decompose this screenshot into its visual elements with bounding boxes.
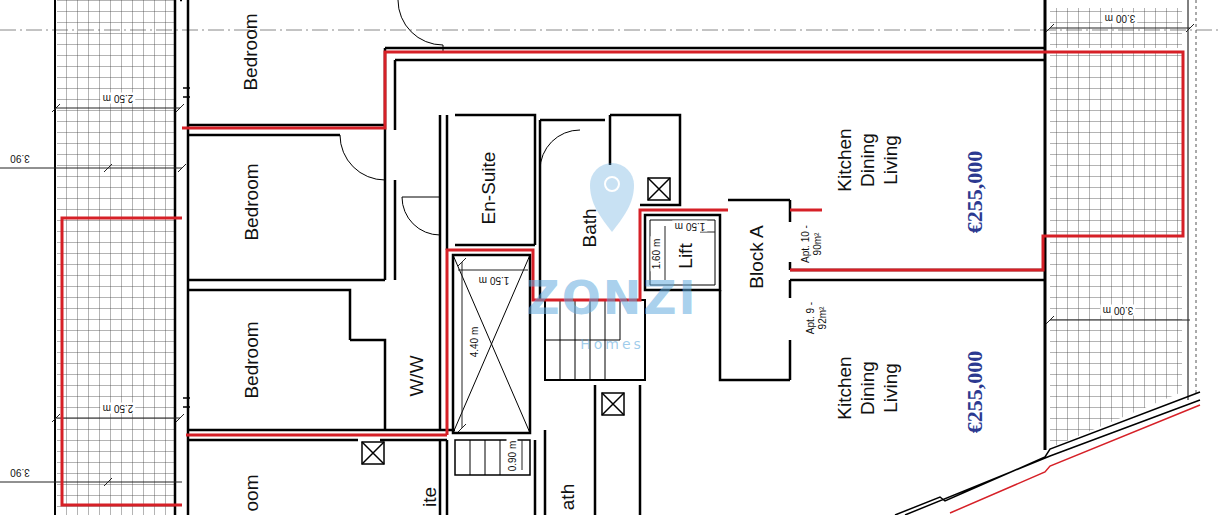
- dimension: 2.50 m: [101, 93, 136, 104]
- dimension-lines: [0, 24, 1194, 486]
- service-shafts: [648, 178, 670, 200]
- apartment-boundary: [186, 434, 447, 437]
- room-box: W/W: [390, 300, 438, 428]
- apartment-box: Kitchen Dining Living €255,000: [832, 66, 1038, 264]
- room-name: Kitchen Dining Living: [834, 349, 902, 427]
- dimension: 1.60 m: [651, 237, 662, 272]
- walls: [179, 85, 185, 410]
- room-name: Bedroom: [241, 163, 264, 240]
- dimension: 2.50 m: [101, 403, 136, 414]
- room-name: Block A: [746, 225, 769, 288]
- balconies: [54, 0, 56, 515]
- room-name: ite: [419, 487, 442, 507]
- room-box: En-Suite: [449, 118, 533, 243]
- dimension-lines: [1046, 316, 1190, 324]
- room-box: Bedroom: [190, 138, 380, 276]
- room-name: En-Suite: [478, 152, 501, 225]
- walls: [385, 48, 1045, 60]
- service-shafts: [470, 440, 500, 475]
- room-box: Bedroom: [190, 2, 380, 122]
- walls: [789, 200, 792, 380]
- balconies: [1188, 0, 1189, 400]
- doors: [402, 197, 440, 235]
- dimension: 3.00 m: [1103, 13, 1138, 24]
- room-box: ite: [417, 478, 444, 514]
- dimension-lines: [1046, 24, 1194, 32]
- room-box: ath: [547, 478, 591, 514]
- service-shafts: [602, 393, 624, 415]
- walls: [440, 430, 545, 515]
- apartment-boundary: [62, 218, 182, 505]
- watermark: Homes: [580, 336, 644, 352]
- price-label: €255,000: [962, 151, 988, 234]
- dimension-lines: [522, 440, 523, 470]
- dimension: 3.90: [8, 153, 31, 164]
- dimension: 0.90 m: [507, 439, 518, 474]
- walls: [188, 280, 385, 430]
- walls: [180, 0, 395, 280]
- service-shafts: [362, 442, 384, 464]
- dimension: 1.50 m: [477, 275, 512, 286]
- room-box: Block A: [730, 212, 786, 372]
- service-shafts: [455, 440, 530, 475]
- doors: [540, 130, 580, 170]
- room-name: W/W: [406, 355, 429, 396]
- balconies: [1050, 52, 1182, 448]
- watermark-pin: [605, 177, 619, 191]
- room-box: oom: [190, 443, 355, 513]
- apartment-number: Apt. 9 - 92m²: [805, 295, 828, 341]
- walls: [895, 392, 1200, 515]
- service-shafts: [648, 178, 670, 200]
- service-shafts: [602, 393, 624, 415]
- walls: [175, 0, 188, 515]
- dimension-lines: [0, 478, 182, 486]
- price-label: €255,000: [962, 351, 988, 434]
- apartment-number: Apt. 10 - 90m²: [800, 221, 823, 267]
- service-shafts: [362, 442, 384, 464]
- apartment-boundary: [62, 52, 1200, 513]
- room-name: Kitchen Dining Living: [834, 121, 902, 199]
- doors: [340, 0, 580, 235]
- dimension-lines: [458, 270, 528, 271]
- site-boundary: [0, 30, 1220, 31]
- dimension: 3.00 m: [1101, 305, 1136, 316]
- walls: [453, 255, 530, 433]
- walls: [175, 0, 1200, 515]
- walls: [595, 385, 640, 515]
- apartment-boundary: [950, 405, 1200, 513]
- dimension-lines: [52, 414, 184, 422]
- walls: [453, 255, 530, 433]
- dimension-lines: [52, 104, 184, 112]
- balconies: [57, 0, 175, 515]
- balconies: [1044, 0, 1047, 450]
- service-shafts: [362, 178, 670, 475]
- room-name: oom: [241, 475, 264, 512]
- room-name: Bedroom: [240, 13, 263, 90]
- room-name: Lift: [675, 243, 698, 268]
- dimension: 3.90: [8, 467, 31, 478]
- dimension-lines: [458, 258, 466, 432]
- dimension-lines: [0, 164, 186, 172]
- apartment-boundary: [182, 52, 1183, 270]
- room-box: Bedroom: [190, 293, 348, 427]
- watermark: ZONZI: [526, 271, 697, 325]
- walls: [720, 200, 790, 380]
- balconies: [55, 0, 1196, 515]
- walls: [455, 115, 535, 245]
- dimension: 4.40 m: [469, 325, 480, 360]
- doors: [340, 135, 385, 180]
- apartment-boundary: [790, 209, 822, 212]
- doors: [398, 0, 443, 52]
- balconies: [1196, 0, 1197, 395]
- room-name: Bath: [579, 208, 602, 247]
- room-name: ath: [557, 484, 580, 510]
- room-name: Bedroom: [241, 321, 264, 398]
- apartment-box: Kitchen Dining Living €255,000: [832, 286, 1038, 436]
- dimension: 1.50 m: [673, 221, 708, 232]
